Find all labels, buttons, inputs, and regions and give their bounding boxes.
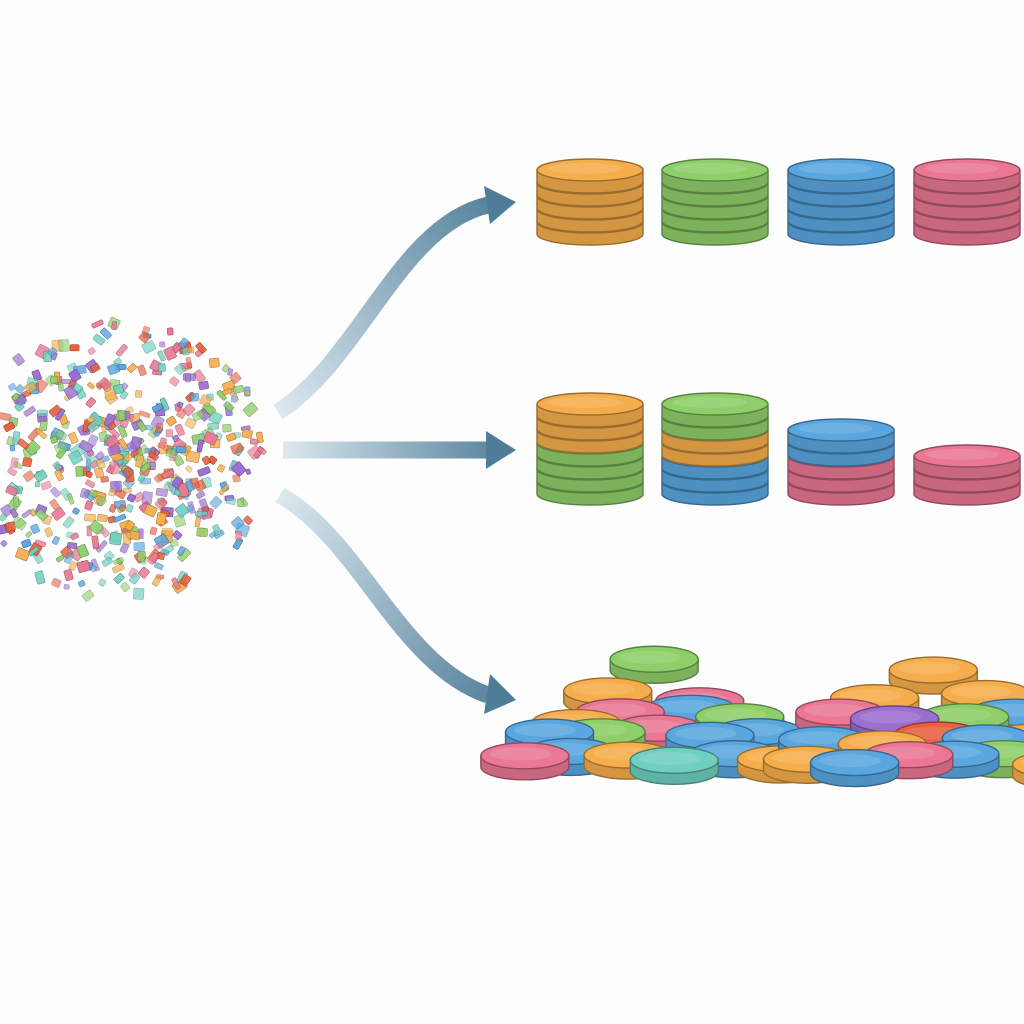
disc-blue bbox=[787, 418, 895, 454]
sorted-stack bbox=[787, 158, 895, 246]
disc-pink bbox=[913, 444, 1021, 480]
arrows bbox=[273, 186, 516, 714]
pile-disc-orange bbox=[1011, 755, 1024, 785]
disc-pink bbox=[913, 158, 1021, 194]
mixed-stack bbox=[787, 418, 895, 506]
pile-disc-green bbox=[609, 645, 699, 684]
sorted-stacks-row bbox=[536, 158, 1021, 246]
mixed-stack bbox=[536, 392, 644, 506]
coin-pile bbox=[762, 656, 1024, 788]
mixed-stack bbox=[913, 444, 1021, 506]
pile-disc-pink bbox=[480, 742, 570, 781]
disc-orange bbox=[536, 158, 644, 194]
disc-green bbox=[661, 392, 769, 428]
disc-blue bbox=[787, 158, 895, 194]
pile-disc-orange bbox=[888, 656, 979, 695]
disc-green bbox=[661, 158, 769, 194]
disc-orange bbox=[536, 392, 644, 428]
arrow-to-partially-sorted bbox=[283, 431, 516, 469]
unsorted-piles-row bbox=[480, 645, 1024, 788]
sorted-stack bbox=[913, 158, 1021, 246]
pile-disc-blue bbox=[809, 748, 900, 788]
arrow-to-sorted bbox=[273, 186, 516, 420]
confetti-cluster bbox=[0, 316, 267, 602]
mixed-stack bbox=[661, 392, 769, 506]
sorted-stack bbox=[661, 158, 769, 246]
partially-sorted-stacks-row bbox=[536, 392, 1021, 506]
arrow-to-unsorted-piles bbox=[275, 487, 516, 714]
sorted-stack bbox=[536, 158, 644, 246]
pile-disc-teal bbox=[629, 746, 719, 786]
